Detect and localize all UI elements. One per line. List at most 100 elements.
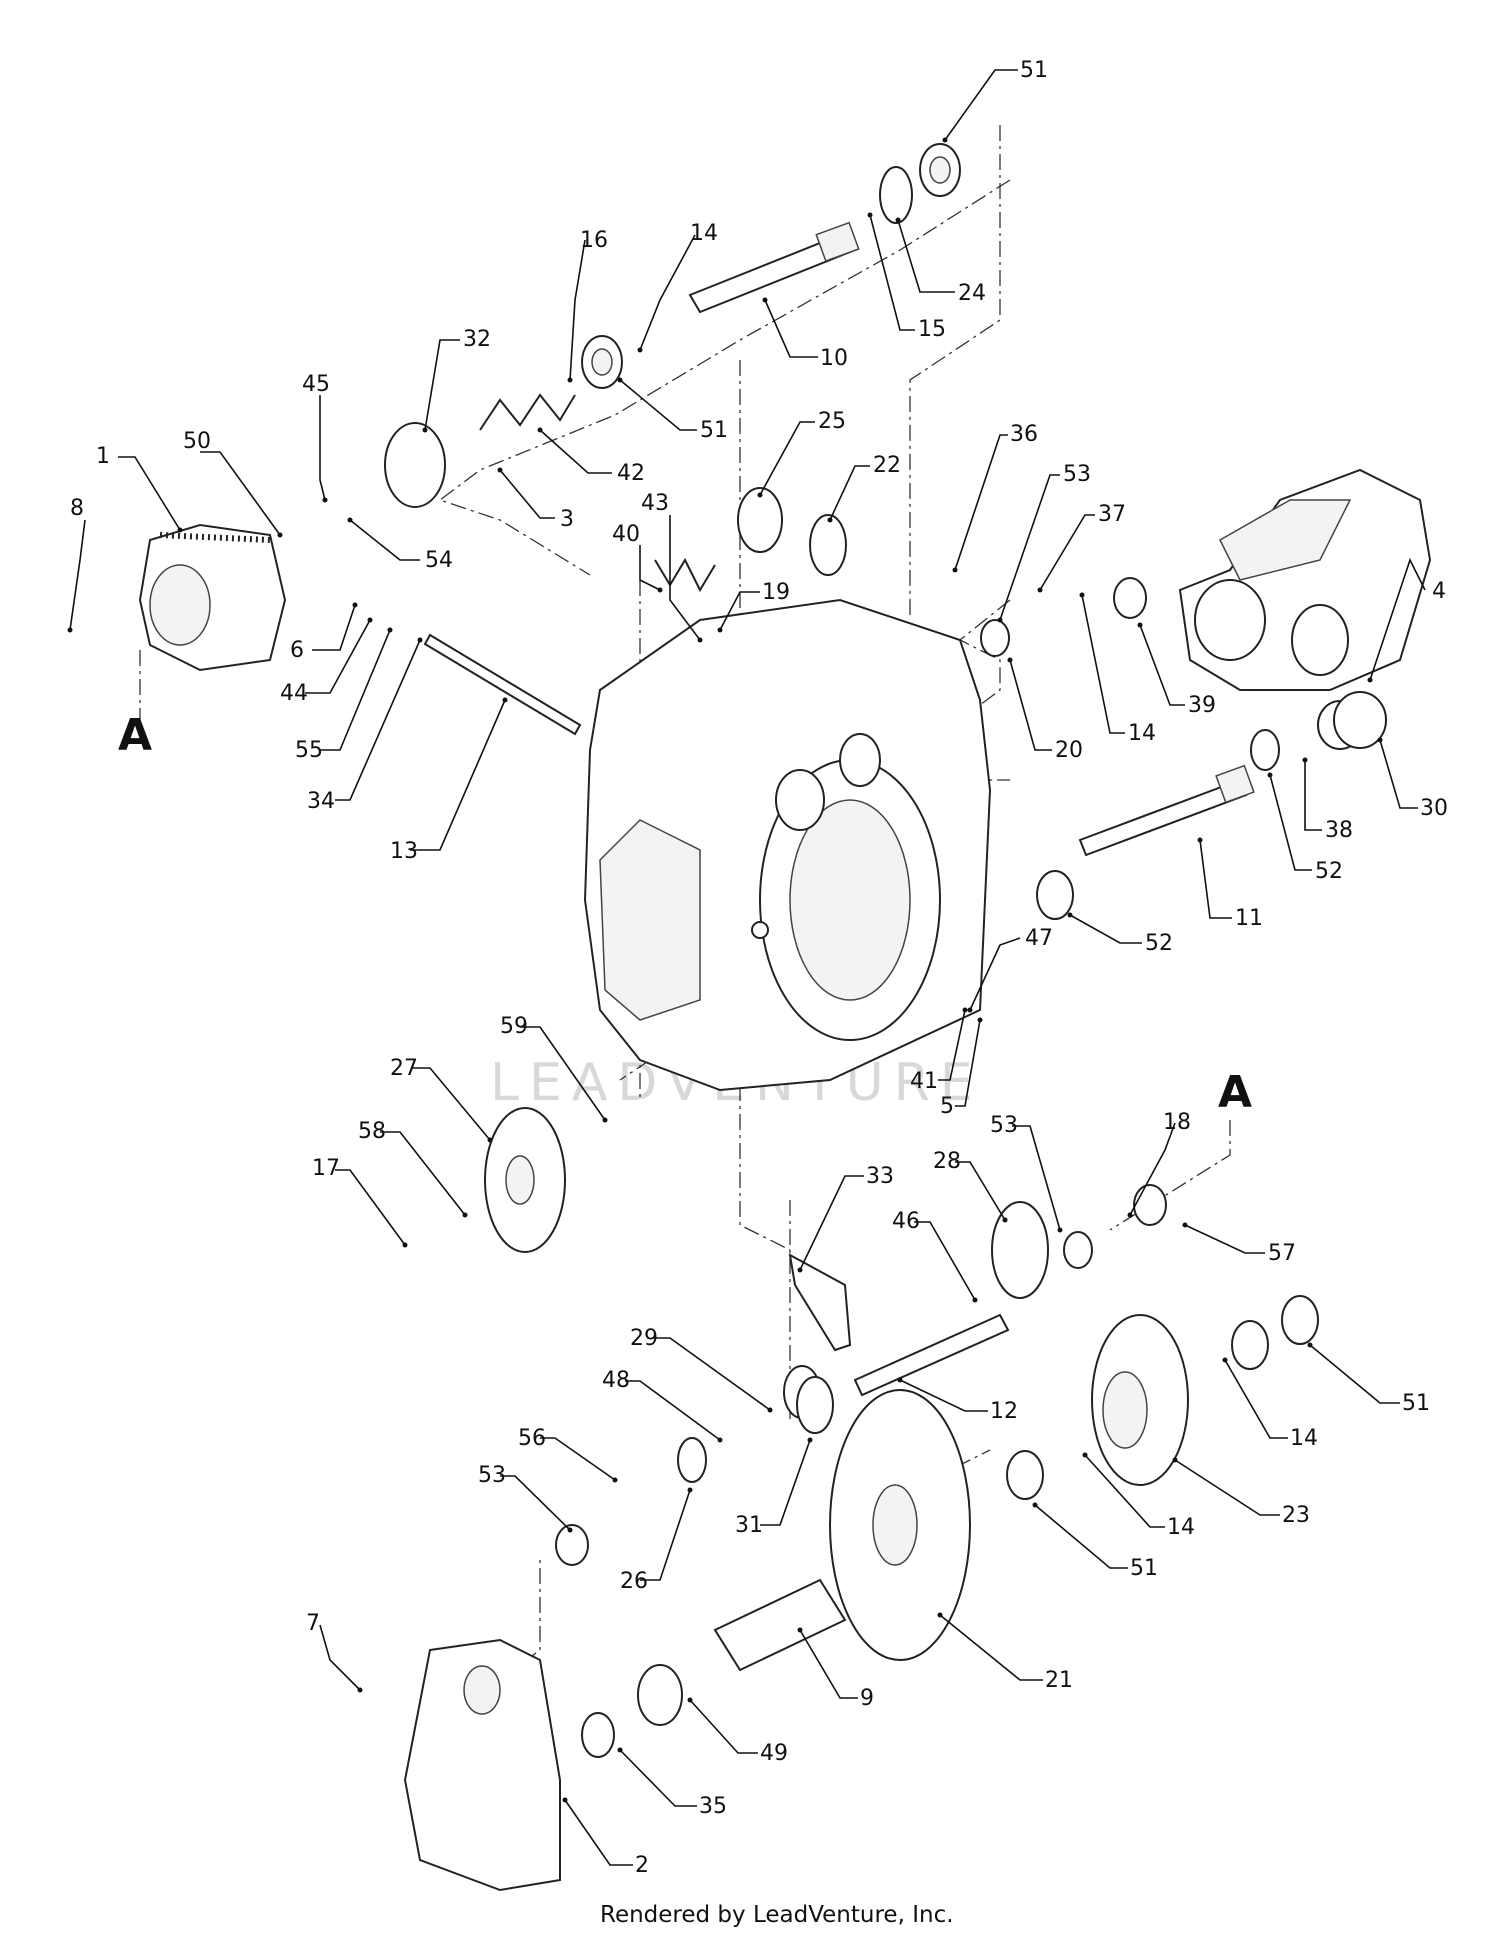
leader-line [719, 591, 760, 631]
leader-line [1309, 1344, 1400, 1404]
leader-arrowhead [567, 1527, 573, 1533]
leader-line [1129, 1122, 1176, 1216]
leader-arrowhead [402, 1242, 408, 1248]
callout-8: 8 [70, 496, 84, 521]
leader-line [1369, 557, 1426, 681]
leader-line [69, 519, 86, 631]
leader-arrowhead [417, 637, 423, 643]
leader-arrowhead [962, 1007, 968, 1013]
leader-arrowhead [1032, 1502, 1038, 1508]
leader-line [335, 1169, 406, 1246]
leader-arrowhead [1137, 622, 1143, 628]
leader-line [1039, 514, 1095, 591]
part-21-gear [829, 1389, 971, 1661]
callout-47: 47 [1025, 926, 1053, 951]
part-2-cover [403, 1638, 561, 1892]
leader-arrowhead [717, 627, 723, 633]
leader-line [335, 639, 421, 801]
callout-54: 54 [425, 548, 453, 573]
callout-39: 39 [1188, 693, 1216, 718]
leader-line [760, 1439, 811, 1526]
leader-arrowhead [1172, 1457, 1178, 1463]
callout-33: 33 [866, 1164, 894, 1189]
leader-arrowhead [617, 1747, 623, 1753]
leader-line [520, 1026, 606, 1121]
part-22-gear [809, 514, 847, 576]
part-32-flange [384, 422, 446, 508]
callout-9: 9 [860, 1686, 874, 1711]
leader-line [200, 451, 281, 536]
leader-arrowhead [487, 1137, 493, 1143]
callout-1: 1 [96, 444, 110, 469]
callout-28: 28 [933, 1149, 961, 1174]
leader-arrowhead [762, 297, 768, 303]
part-1-hub [138, 523, 287, 672]
leader-line [999, 474, 1060, 621]
callout-42: 42 [617, 461, 645, 486]
leader-arrowhead [867, 212, 873, 218]
leader-arrowhead [977, 1017, 983, 1023]
callout-11: 11 [1235, 906, 1263, 931]
leader-arrowhead [502, 697, 508, 703]
callout-55: 55 [295, 738, 323, 763]
leader-line [1081, 594, 1125, 734]
leader-arrowhead [1037, 587, 1043, 593]
leader-line [625, 1380, 721, 1441]
part-30-flange [1333, 691, 1387, 749]
callout-26: 26 [620, 1569, 648, 1594]
leader-arrowhead [277, 532, 283, 538]
leader-line [1069, 914, 1142, 944]
leader-arrowhead [352, 602, 358, 608]
leader-line [1224, 1359, 1288, 1439]
part-10-shaft [688, 221, 860, 314]
leader-line [1199, 839, 1232, 919]
leader-arrowhead [367, 617, 373, 623]
callout-14c: 14 [1290, 1426, 1318, 1451]
leader-arrowhead [357, 1687, 363, 1693]
callout-5: 5 [940, 1094, 954, 1119]
callout-27: 27 [390, 1056, 418, 1081]
leader-arrowhead [1377, 737, 1383, 743]
leader-line [1084, 1454, 1165, 1528]
leader-line [689, 1699, 758, 1754]
leader-arrowhead [1182, 1222, 1188, 1228]
callout-18: 18 [1163, 1110, 1191, 1135]
leader-arrowhead [1302, 757, 1308, 763]
leader-arrowhead [1267, 772, 1273, 778]
callout-56: 56 [518, 1426, 546, 1451]
part-24-gear [879, 166, 913, 224]
callout-32: 32 [463, 327, 491, 352]
leader-arrowhead [687, 1487, 693, 1493]
leader-arrowhead [942, 137, 948, 143]
leader-arrowhead [462, 1212, 468, 1218]
callout-30: 30 [1420, 796, 1448, 821]
callout-51: 51 [1020, 58, 1048, 83]
callout-49: 49 [760, 1741, 788, 1766]
part-28-gear [991, 1201, 1049, 1299]
part-42-spring [479, 393, 576, 431]
leader-arrowhead [967, 1007, 973, 1013]
part-13-rod [423, 633, 582, 736]
callout-4: 4 [1432, 579, 1446, 604]
leader-arrowhead [757, 492, 763, 498]
leader-arrowhead [937, 1612, 943, 1618]
leader-line [799, 1175, 864, 1271]
leader-line [619, 379, 697, 431]
leader-line [897, 219, 955, 293]
leader-line [938, 1009, 966, 1081]
leader-line [914, 1221, 976, 1301]
callout-15: 15 [918, 317, 946, 342]
callout-labels: 51 24 15 10 16 14 32 45 42 51 3 54 50 1 … [70, 58, 1448, 1878]
part-12-shaft [853, 1313, 1010, 1397]
leader-line [799, 1629, 858, 1699]
leader-arrowhead [1007, 657, 1013, 663]
part-40-spring [654, 557, 716, 593]
leader-arrowhead [67, 627, 73, 633]
leader-line [410, 699, 506, 851]
part-23-gear [1091, 1314, 1189, 1486]
leader-arrowhead [657, 587, 663, 593]
leader-arrowhead [497, 467, 503, 473]
leader-arrowhead [897, 1377, 903, 1383]
callout-24: 24 [958, 281, 986, 306]
